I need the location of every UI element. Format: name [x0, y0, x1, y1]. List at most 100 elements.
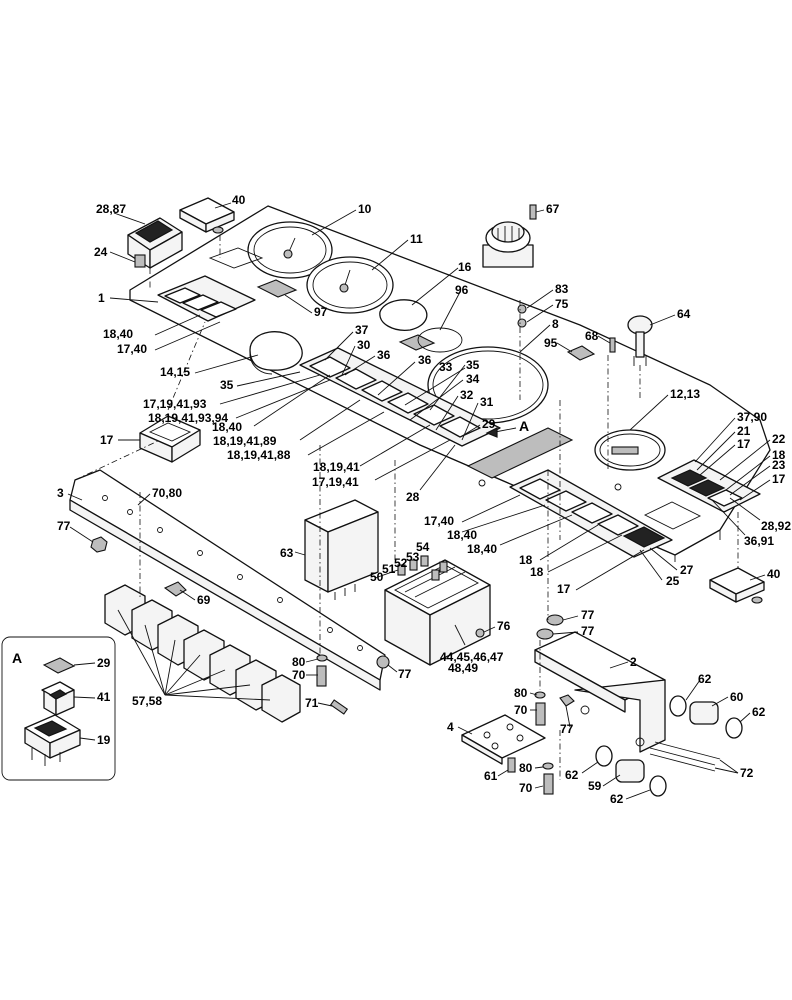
nut-77-right: [559, 694, 575, 707]
callout-28-92: 28,92: [761, 519, 791, 533]
callout-61: 61: [484, 769, 498, 783]
callout-labels: 28,87 40 10 67 24 11 1 16 83 75 96 97 64…: [12, 193, 791, 806]
callout-12-13: 12,13: [670, 387, 700, 401]
callout-19: 19: [97, 733, 111, 747]
callout-34: 34: [466, 372, 480, 386]
callout-18-40-c: 18,40: [447, 528, 477, 542]
bolt-71: [329, 699, 349, 715]
callout-67: 67: [546, 202, 560, 216]
callout-75: 75: [555, 297, 569, 311]
callout-18-b: 18: [519, 553, 533, 567]
callout-72: 72: [740, 766, 754, 780]
callout-62-b: 62: [752, 705, 766, 719]
callout-35-b: 35: [466, 358, 480, 372]
callout-16: 16: [458, 260, 472, 274]
nut-77-upper: [546, 614, 564, 626]
callout-17-19-41: 17,19,41: [312, 475, 359, 489]
callout-70-a: 70: [292, 668, 306, 682]
callout-18-40-b: 18,40: [212, 420, 242, 434]
relays-57-58: [104, 584, 301, 723]
callout-40-right: 40: [767, 567, 781, 581]
callout-17-40-b: 17,40: [424, 514, 454, 528]
callout-48-49: 48,49: [448, 661, 478, 675]
section-a-arrow: [485, 427, 517, 438]
switch-blank-40-top: [179, 197, 235, 234]
callout-18-40-d: 18,40: [467, 542, 497, 556]
callout-17-d: 17: [557, 582, 571, 596]
callout-57-58: 57,58: [132, 694, 162, 708]
callout-27: 27: [680, 563, 694, 577]
construction-lines: [74, 235, 739, 780]
washer-83: [517, 304, 527, 314]
cover-14-15: [249, 331, 303, 375]
callout-41: 41: [97, 690, 111, 704]
washer-80-left: [316, 654, 328, 662]
callout-3: 3: [57, 486, 64, 500]
callout-36-91: 36,91: [744, 534, 774, 548]
callout-8: 8: [552, 317, 559, 331]
nut-76: [475, 628, 485, 638]
callout-28-87: 28,87: [96, 202, 126, 216]
callout-54: 54: [416, 540, 430, 554]
callout-53: 53: [406, 550, 420, 564]
switch-bank-centre: [299, 347, 501, 447]
leader-lines: [67, 202, 771, 800]
plate-4: [461, 714, 546, 765]
washer-80-bottom: [542, 762, 554, 770]
callout-29-a: 29: [482, 417, 496, 431]
callout-25: 25: [666, 574, 680, 588]
switch-bank-right: [657, 459, 761, 513]
callout-36-a: 36: [377, 348, 391, 362]
callout-95: 95: [544, 336, 558, 350]
callout-17-b: 17: [737, 437, 751, 451]
callout-77-d: 77: [581, 624, 595, 638]
callout-33: 33: [439, 360, 453, 374]
callout-37-90: 37,90: [737, 410, 767, 424]
callout-80-c: 80: [519, 761, 533, 775]
callout-77-e: 77: [560, 722, 574, 736]
callout-22: 22: [772, 432, 786, 446]
callout-37: 37: [355, 323, 369, 337]
callout-23: 23: [772, 458, 786, 472]
choke-knob-64: [627, 315, 653, 366]
callout-80-a: 80: [292, 655, 306, 669]
nut-75: [517, 318, 527, 328]
callout-11: 11: [410, 232, 423, 246]
callout-2: 2: [630, 655, 637, 669]
switch-housing-17: [139, 415, 201, 463]
callout-71: 71: [305, 696, 319, 710]
screw-68: [609, 337, 616, 353]
callout-68: 68: [585, 329, 599, 343]
callout-35-a: 35: [220, 378, 234, 392]
callout-77-a: 77: [57, 519, 71, 533]
fuses-50-54: [397, 555, 448, 581]
callout-97: 97: [314, 305, 328, 319]
callout-64: 64: [677, 307, 691, 321]
callout-77-b: 77: [398, 667, 412, 681]
callout-18-19-41: 18,19,41: [313, 460, 360, 474]
callout-17-40-a: 17,40: [117, 342, 147, 356]
switch-bank-left: [157, 275, 256, 322]
solenoid-60: [669, 695, 743, 739]
callout-14-15: 14,15: [160, 365, 190, 379]
cap-16: [379, 299, 428, 331]
nut-77-upper2: [536, 628, 554, 640]
bolt-70-bottom: [543, 773, 554, 795]
callout-31: 31: [480, 395, 494, 409]
nut-77-left: [90, 536, 108, 553]
callout-10: 10: [358, 202, 372, 216]
callout-40: 40: [232, 193, 246, 207]
callout-29-b: 29: [97, 656, 111, 670]
solenoid-59: [595, 745, 667, 797]
callout-62-a: 62: [698, 672, 712, 686]
detail-a-label: A: [12, 650, 22, 666]
callout-83: 83: [555, 282, 569, 296]
callout-32: 32: [460, 388, 474, 402]
bolt-70-left: [316, 665, 327, 687]
label-95: [566, 345, 596, 361]
callout-70-c: 70: [519, 781, 533, 795]
switch-bank-lower: [509, 469, 673, 558]
instrument-panel-top: [129, 205, 771, 562]
callout-18-19-41-88: 18,19,41,88: [227, 448, 291, 462]
callout-44-47: 44,45,46,47: [440, 650, 504, 664]
